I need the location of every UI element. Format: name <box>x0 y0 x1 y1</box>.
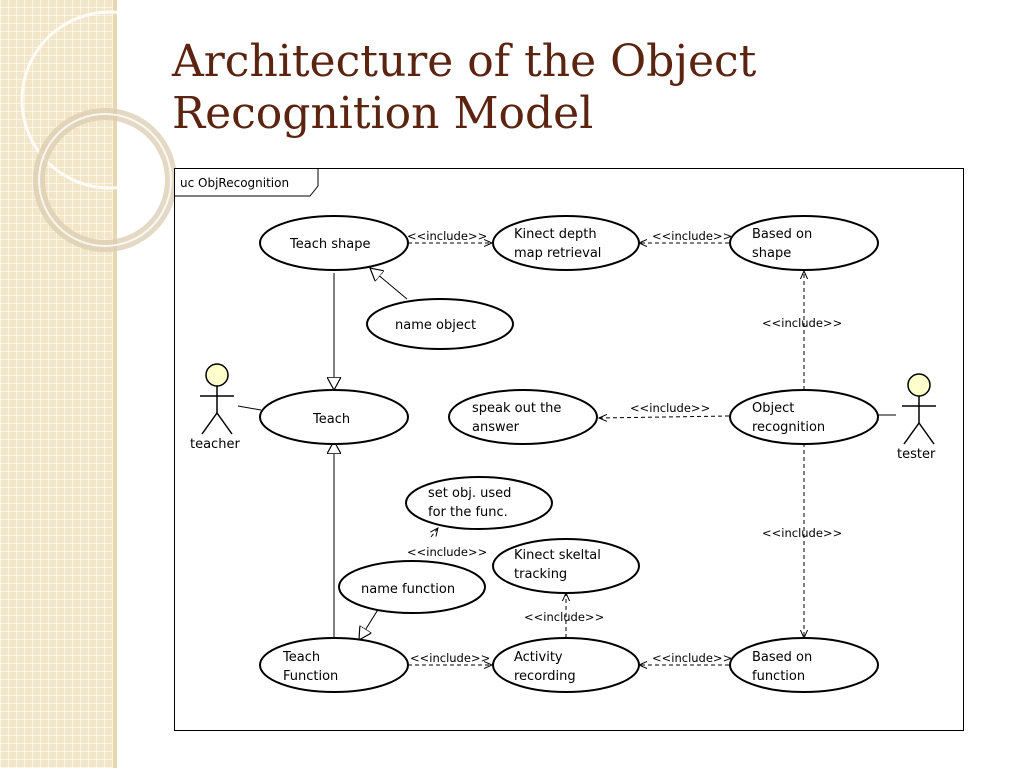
usecase-set-obj <box>405 476 553 530</box>
usecase-label: answer <box>472 420 520 435</box>
usecase-kinect-skeltal <box>492 538 640 594</box>
actor-tester-label: tester <box>897 447 936 462</box>
usecase-label: shape <box>752 246 791 261</box>
actor-head <box>205 363 229 387</box>
usecase-label: Based on <box>752 227 812 242</box>
include-recognition-speak <box>599 416 730 418</box>
usecase-object-recognition <box>729 389 879 445</box>
actor-head <box>907 373 931 397</box>
actor-teacher: teacher <box>190 363 240 452</box>
deco-ring-highlight <box>38 113 172 247</box>
usecase-label: name object <box>395 318 476 333</box>
usecase-label: speak out the <box>472 401 561 416</box>
deco-circle <box>20 10 200 190</box>
usecase-label: tracking <box>514 567 567 582</box>
usecase-label: Based on <box>752 650 812 665</box>
usecase-speak-out <box>448 389 598 445</box>
include-label: <<include>> <box>762 316 842 330</box>
usecase-label: set obj. used <box>428 486 511 501</box>
usecase-label: function <box>752 669 805 684</box>
usecase-label: Teach shape <box>289 237 370 252</box>
usecase-label: Kinect skeltal <box>514 548 601 563</box>
usecase-label: name function <box>361 582 455 597</box>
include-label: <<include>> <box>762 526 842 540</box>
use-case-diagram: uc ObjRecognition <<include>> <<include>… <box>174 168 964 731</box>
decorative-circles <box>20 10 200 252</box>
usecase-activity-recording <box>492 637 640 693</box>
usecase-label: recognition <box>752 420 825 435</box>
usecase-teach-shape <box>259 215 409 271</box>
include-label: <<include>> <box>407 545 487 559</box>
usecase-label: for the func. <box>428 505 508 520</box>
usecase-kinect-depth <box>492 215 640 271</box>
title-line-2: Recognition Model <box>172 88 594 139</box>
usecase-label: Function <box>283 669 338 684</box>
include-label: <<include>> <box>407 229 487 243</box>
usecase-name-function <box>338 560 486 614</box>
frame-tab <box>174 168 319 197</box>
include-label: <<include>> <box>652 229 732 243</box>
usecase-label: Teach <box>312 412 350 427</box>
page-title: Architecture of the Object Recognition M… <box>172 36 872 140</box>
usecase-teach-function <box>259 637 409 693</box>
include-name-function-setobj <box>431 528 438 538</box>
usecase-based-on-shape <box>729 215 879 271</box>
usecase-label: map retrieval <box>514 246 601 261</box>
usecase-label: recording <box>514 669 576 684</box>
teacher-association <box>237 405 262 411</box>
include-label: <<include>> <box>410 651 490 665</box>
usecase-teach <box>259 389 409 445</box>
frame-label: uc ObjRecognition <box>180 176 289 190</box>
edge-name-object-to-teach-shape <box>370 268 408 300</box>
sidebar-edge <box>113 0 117 768</box>
usecase-label: Teach <box>282 650 320 665</box>
include-label: <<include>> <box>524 610 604 624</box>
actor-teacher-label: teacher <box>190 437 240 452</box>
usecase-name-object <box>366 298 514 350</box>
usecase-label: Kinect depth <box>514 227 597 242</box>
include-label: <<include>> <box>630 401 710 415</box>
title-line-1: Architecture of the Object <box>172 36 757 87</box>
include-label: <<include>> <box>652 651 732 665</box>
usecase-label: Object <box>752 401 794 416</box>
usecase-based-on-function <box>729 637 879 693</box>
usecase-label: Activity <box>514 650 563 665</box>
actor-tester: tester <box>897 373 936 462</box>
